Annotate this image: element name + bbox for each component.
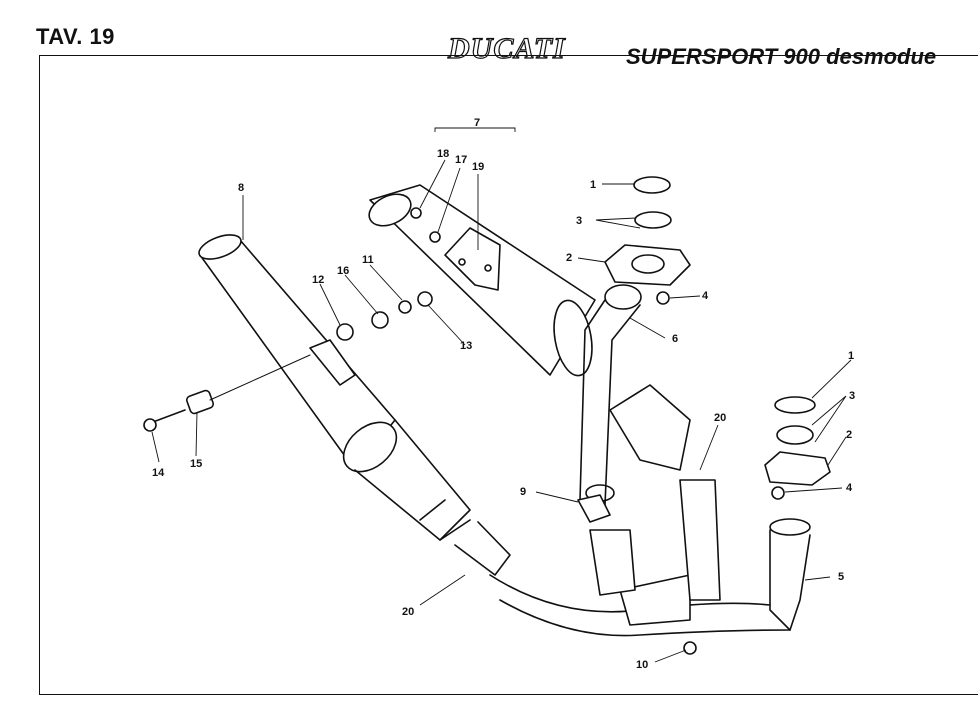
- callout-2-top: 2: [566, 252, 572, 264]
- left-bracket: [309, 339, 356, 386]
- collector-pipe: [489, 384, 791, 637]
- left-muffler: [198, 234, 511, 576]
- callout-18: 18: [437, 148, 449, 160]
- model-title: SUPERSPORT 900 desmodue: [626, 44, 937, 69]
- flange-2-bottom: [764, 451, 831, 486]
- plate-number: TAV. 19: [36, 24, 115, 49]
- callout-7: 7: [474, 117, 480, 129]
- washer-11: [398, 300, 412, 314]
- bushing-12: [336, 323, 354, 341]
- screw-18: [410, 207, 422, 219]
- callout-1-bottom: 1: [848, 350, 854, 362]
- callout-20-right: 20: [714, 412, 726, 424]
- callout-14: 14: [152, 467, 165, 479]
- clamp-9: [577, 494, 611, 523]
- nut-4-bottom: [771, 486, 785, 500]
- rear-head-pipe: [769, 518, 811, 631]
- callout-16: 16: [337, 265, 349, 277]
- callout-4-top: 4: [702, 290, 709, 302]
- brand-logo: DUCATI: [447, 31, 566, 65]
- half-ring-3-top: [634, 211, 672, 229]
- nut-13: [417, 291, 433, 307]
- callout-5: 5: [838, 571, 844, 583]
- nut-4-top: [656, 291, 670, 305]
- callout-20-left: 20: [402, 606, 414, 618]
- callout-12: 12: [312, 274, 324, 286]
- callout-19: 19: [472, 161, 484, 173]
- gasket-1-bottom: [774, 396, 816, 414]
- callout-4-bottom: 4: [846, 482, 853, 494]
- callout-11: 11: [362, 254, 374, 266]
- callout-3-bottom: 3: [849, 390, 855, 402]
- callout-8: 8: [238, 182, 244, 194]
- gasket-1-top: [633, 176, 671, 194]
- callout-6: 6: [672, 333, 678, 345]
- callout-15: 15: [190, 458, 202, 470]
- drawing-frame: [39, 55, 978, 695]
- callout-9: 9: [520, 486, 526, 498]
- callout-1-top: 1: [590, 179, 596, 191]
- front-head-pipe: [579, 284, 642, 506]
- spacer-15: [185, 389, 215, 415]
- callout-2-bottom: 2: [846, 429, 852, 441]
- washer-17: [429, 231, 441, 243]
- flange-2-top: [604, 244, 691, 286]
- callout-10: 10: [636, 659, 648, 671]
- bushing-16: [371, 311, 389, 329]
- callout-17: 17: [455, 154, 467, 166]
- half-ring-3-bottom: [776, 425, 814, 445]
- muffler-bracket: [444, 227, 501, 291]
- bolt-10: [683, 641, 697, 655]
- callout-3-top: 3: [576, 215, 582, 227]
- callout-13: 13: [460, 340, 472, 352]
